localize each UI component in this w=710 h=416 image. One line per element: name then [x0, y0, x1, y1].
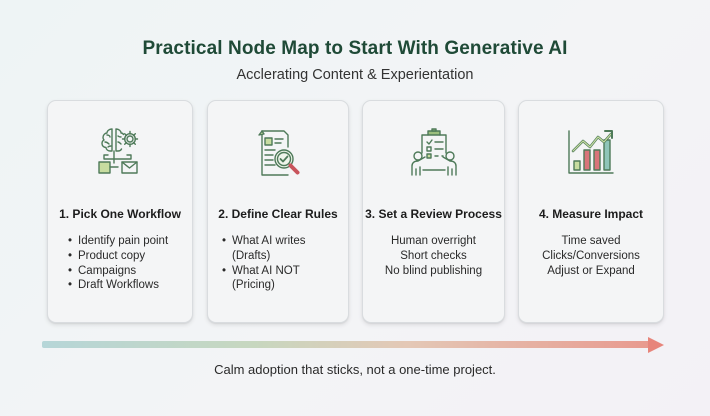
list-item: Short checks: [400, 249, 467, 262]
step-title: 4. Measure Impact: [538, 207, 644, 221]
list-item: Product copy: [68, 249, 192, 264]
step-card-review-process: 3. Set a Review Process Human overright …: [362, 100, 505, 323]
list-item: Draft Workflows: [68, 278, 192, 293]
list-item: Adjust or Expand: [547, 264, 635, 277]
step-card-measure-impact: 4. Measure Impact Time saved Clicks/Conv…: [518, 100, 664, 323]
step-title: 1. Pick One Workflow: [59, 207, 181, 221]
list-item: No blind publishing: [384, 264, 483, 277]
step-items: Identify pain point Product copy Campaig…: [68, 234, 192, 293]
arrow-head-icon: [648, 337, 664, 353]
list-item: What AI writes (Drafts): [222, 234, 318, 264]
step-card-define-rules: 2. Define Clear Rules What AI writes (Dr…: [207, 100, 349, 323]
footer-caption: Calm adoption that sticks, not a one-tim…: [214, 362, 496, 377]
step-card-pick-workflow: 1. Pick One Workflow Identify pain point…: [47, 100, 193, 323]
step-items: Human overright Short checks No blind pu…: [363, 234, 504, 278]
step-items: What AI writes (Drafts) What AI NOT (Pri…: [222, 234, 340, 293]
brain-gear-workflow-icon: [98, 128, 139, 174]
page-subtitle: Acclerating Content & Experientation: [236, 67, 474, 83]
list-item: Human overright: [390, 235, 476, 247]
step-title: 3. Set a Review Process: [365, 207, 502, 221]
list-item: Clicks/Conversions: [542, 249, 640, 262]
page-title: Practical Node Map to Start With Generat…: [142, 38, 568, 59]
step-items: Time saved Clicks/Conversions Adjust or …: [519, 234, 663, 278]
list-item: Campaigns: [68, 264, 192, 279]
list-item: Identify pain point: [68, 234, 192, 249]
list-item: Time saved: [561, 235, 621, 247]
progress-arrow-line: [42, 341, 650, 348]
list-item: What AI NOT (Pricing): [222, 264, 340, 294]
clipboard-review-people-icon: [410, 128, 457, 176]
document-magnifier-check-icon: [258, 130, 300, 176]
step-title: 2. Define Clear Rules: [218, 207, 338, 221]
growth-bar-chart-icon: [568, 130, 614, 174]
